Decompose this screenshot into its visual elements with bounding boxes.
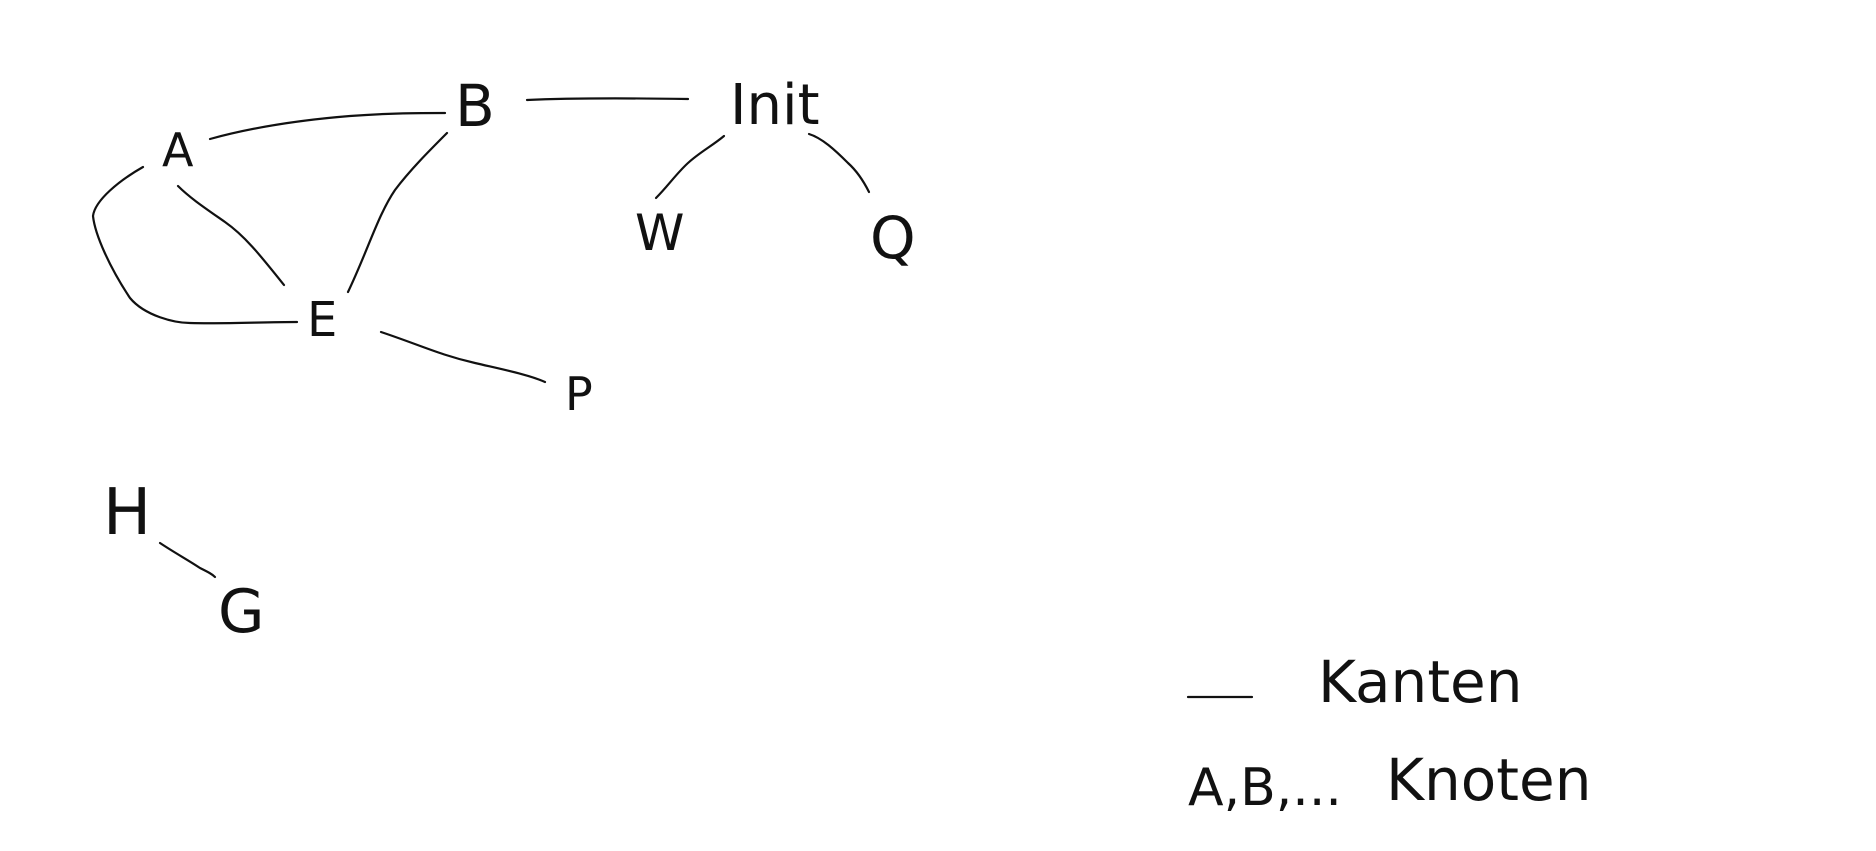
edge-a-e-curved bbox=[91, 165, 299, 325]
legend-nodes-symbol: A,B,... bbox=[1188, 758, 1342, 818]
node-g: G bbox=[218, 577, 265, 647]
edge-h-g bbox=[158, 541, 217, 579]
node-p: P bbox=[565, 367, 593, 421]
legend-nodes-label: Knoten bbox=[1386, 746, 1591, 814]
edge-a-e-diagonal bbox=[176, 184, 286, 287]
node-a: A bbox=[162, 123, 194, 177]
edge-init-w bbox=[654, 134, 726, 200]
node-b: B bbox=[455, 72, 495, 140]
node-h: H bbox=[103, 476, 151, 550]
legend-edges-label: Kanten bbox=[1318, 648, 1523, 716]
edge-b-e bbox=[346, 131, 449, 294]
node-q: Q bbox=[870, 204, 916, 272]
node-w: W bbox=[635, 204, 684, 262]
edge-init-q bbox=[807, 132, 871, 194]
edge-e-p bbox=[379, 330, 547, 384]
node-e: E bbox=[307, 292, 337, 348]
node-init: Init bbox=[730, 73, 820, 138]
edge-a-b bbox=[208, 111, 447, 141]
edge-b-init bbox=[525, 97, 690, 102]
